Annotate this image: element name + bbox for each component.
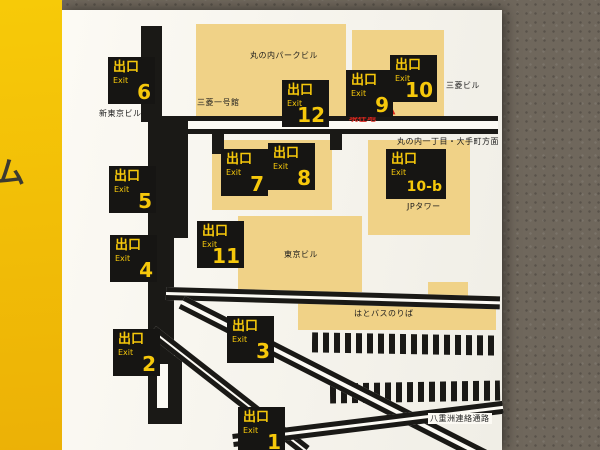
exit-jp-label: 出口 (113, 60, 140, 75)
exit-en-label: Exit (115, 254, 131, 263)
bus-bay-hatch-1 (311, 332, 499, 356)
exit-en-label: Exit (114, 185, 130, 194)
exit-badge-4: 出口 Exit 4 (110, 235, 157, 282)
side-strip-text: ム (0, 156, 25, 191)
exit-jp-label: 出口 (115, 238, 142, 253)
exit-number: 2 (142, 352, 156, 376)
exit-jp-label: 出口 (273, 146, 300, 161)
exit-number: 3 (256, 339, 270, 363)
exit-badge-2: 出口 Exit 2 (113, 329, 160, 376)
exit-number: 9 (375, 93, 389, 117)
exit-en-label: Exit (226, 168, 242, 177)
exit-jp-label: 出口 (395, 58, 422, 73)
exit-en-label: Exit (395, 74, 411, 83)
exit-jp-label: 出口 (243, 410, 270, 425)
exit-number: 6 (137, 80, 151, 104)
exit-badge-9: 出口 Exit 9 (346, 70, 393, 117)
exit-number: 7 (250, 172, 264, 196)
exit-en-label: Exit (351, 89, 367, 98)
road-stub-exit8 (330, 132, 342, 150)
exit-jp-label: 出口 (287, 83, 314, 98)
exit-badge-12: 出口 Exit 12 (282, 80, 329, 127)
exit-en-label: Exit (232, 335, 248, 344)
label-direction-sign: 丸の内一丁目・大手町方面 (397, 137, 499, 146)
exit-en-label: Exit (287, 99, 303, 108)
label-mitsubishi-ichigokan: 三菱一号館 (197, 98, 240, 107)
label-yaesu-passage: 八重洲連絡通路 (428, 413, 492, 424)
exit-jp-label: 出口 (351, 73, 378, 88)
exit-badge-10: 出口 Exit 10 (390, 55, 437, 102)
label-hato-bus-stop: はとバスのりば (354, 309, 414, 318)
exit-jp-label: 出口 (202, 224, 229, 239)
label-current-location: 現在地 (349, 114, 377, 124)
label-marunouchi-park-bldg: 丸の内パークビル (250, 51, 318, 60)
label-mitsubishi-bldg: 三菱ビル (446, 81, 480, 90)
exit-en-label: Exit (118, 348, 134, 357)
exit-jp-label: 出口 (232, 319, 259, 334)
exit-number: 8 (297, 166, 311, 190)
exit-badge-5: 出口 Exit 5 (109, 166, 156, 213)
building-tokyo (238, 216, 362, 292)
exit-number: 11 (212, 244, 240, 268)
exit-en-label: Exit (243, 426, 259, 435)
exit-badge-3: 出口 Exit 3 (227, 316, 274, 363)
exit-jp-label: 出口 (114, 169, 141, 184)
exit-jp-label: 出口 (391, 152, 418, 167)
exit-badge-11: 出口 Exit 11 (197, 221, 244, 268)
exit-number: 10-b (406, 179, 442, 195)
exit-number: 4 (139, 258, 153, 282)
label-tokyo-bldg: 東京ビル (284, 250, 318, 259)
label-shin-tokyo-bldg: 新東京ビル (99, 109, 142, 118)
sign-yellow-side-strip: ム (0, 0, 62, 450)
exit-badge-10b: 出口 Exit 10-b (386, 149, 446, 199)
exit-number: 1 (267, 430, 281, 450)
exit-jp-label: 出口 (118, 332, 145, 347)
exit-jp-label: 出口 (226, 152, 253, 167)
exit-number: 12 (297, 103, 325, 127)
road-bottom-left-median (157, 364, 168, 408)
exit-badge-7: 出口 Exit 7 (221, 149, 268, 196)
exit-en-label: Exit (273, 162, 289, 171)
label-jp-tower: JPタワー (407, 202, 441, 211)
exit-badge-1: 出口 Exit 1 (238, 407, 285, 450)
exit-en-label: Exit (202, 240, 218, 249)
exit-number: 10 (405, 78, 433, 102)
exit-number: 5 (138, 189, 152, 213)
exit-en-label: Exit (113, 76, 129, 85)
exit-en-label: Exit (391, 168, 407, 177)
exit-badge-8: 出口 Exit 8 (268, 143, 315, 190)
exit-badge-6: 出口 Exit 6 (108, 57, 155, 104)
road-stub-exit7 (212, 132, 224, 154)
